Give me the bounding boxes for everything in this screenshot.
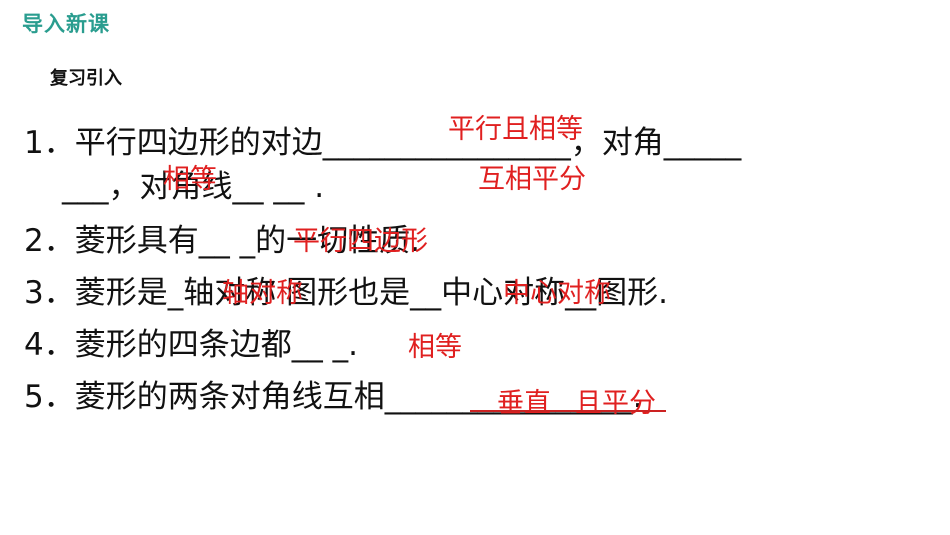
question-4-line: 4．菱形的四条边都__ _. bbox=[24, 327, 358, 363]
question-2-line: 2．菱形具有__ _的一切性质. bbox=[24, 223, 420, 259]
answer-q5-strikethrough bbox=[470, 410, 666, 412]
question-5-line: 5．菱形的两条对角线互相________________. bbox=[24, 379, 643, 415]
answer-q3-a: 轴对称 bbox=[222, 278, 303, 309]
answer-q1-opposite-angles: 相等 bbox=[163, 164, 217, 195]
answer-q2: 平行四边形 bbox=[293, 226, 428, 257]
answer-q5-b: 且平分 bbox=[575, 388, 656, 419]
question-1-line-a: 1．平行四边形的对边________________，对角_____ bbox=[24, 125, 742, 161]
answer-q1-diagonals: 互相平分 bbox=[478, 164, 586, 195]
lesson-header: 导入新课 bbox=[22, 12, 110, 36]
answer-q1-opposite-sides: 平行且相等 bbox=[448, 114, 583, 145]
answer-q3-b: 中心对称 bbox=[503, 278, 611, 309]
answer-q5-a: 垂直 bbox=[497, 388, 551, 419]
answer-q4: 相等 bbox=[408, 332, 462, 363]
question-3-line: 3．菱形是_轴对称 图形也是__中心对称__图形. bbox=[24, 275, 668, 311]
section-title: 复习引入 bbox=[50, 68, 122, 89]
question-1-line-b: ___，对角线__ __ . bbox=[62, 169, 325, 205]
